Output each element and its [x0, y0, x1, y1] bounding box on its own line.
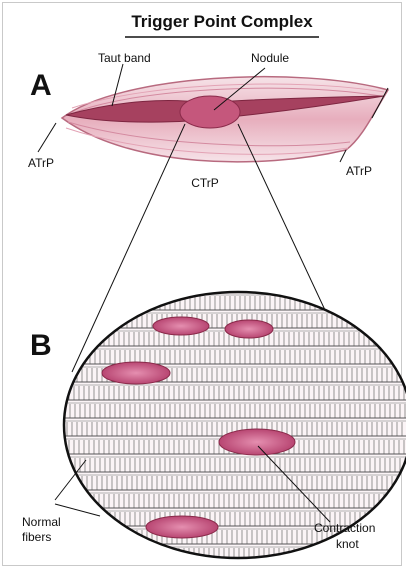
normal-fibers-label-line1: Normal	[22, 515, 61, 529]
contraction-knot	[225, 320, 273, 338]
panel-a-letter: A	[30, 69, 52, 102]
taut-band-label: Taut band	[98, 51, 151, 65]
panel-b-letter: B	[30, 329, 52, 362]
nodule	[180, 96, 240, 128]
contraction-knot	[146, 516, 218, 538]
atrp-right-label: ATrP	[346, 164, 372, 178]
contraction-knot-label-line1: Contraction	[314, 521, 375, 535]
diagram-title: Trigger Point Complex	[131, 12, 313, 31]
normal-fibers-label-line2: fibers	[22, 530, 51, 544]
contraction-knot	[102, 362, 170, 384]
ctrp-label: CTrP	[191, 176, 219, 190]
nodule-label: Nodule	[251, 51, 289, 65]
contraction-knot	[219, 429, 295, 455]
atrp-left-tick	[38, 123, 56, 152]
atrp-left-label: ATrP	[28, 156, 54, 170]
contraction-knot	[153, 317, 209, 335]
contraction-knot-label-line2: knot	[336, 537, 359, 551]
normal-fibers-leader-2	[55, 504, 100, 516]
